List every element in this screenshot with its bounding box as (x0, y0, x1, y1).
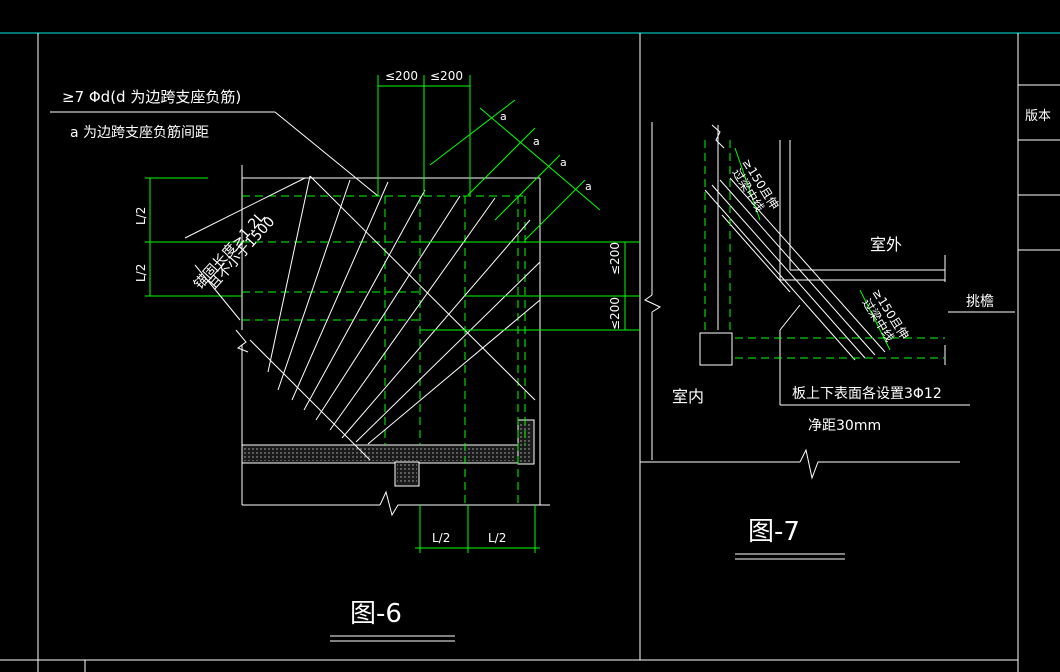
fig6-spacing-a-2: a (533, 135, 540, 148)
drawing-frame (0, 32, 1060, 672)
fig6-dim-left-1: L/2 (134, 207, 148, 225)
fig6-dim-right-2: ≤200 (608, 297, 622, 330)
fig7-label-outdoor: 室外 (870, 235, 902, 254)
fig6-note-line1: ≥7 Φd(d 为边跨支座负筋) (62, 88, 241, 106)
fig6-caption: 图-6 (350, 599, 402, 629)
fig6-dim-top-1: ≤200 (385, 69, 418, 83)
fig7-label-eave: 挑檐 (966, 294, 994, 310)
fig7-dashed-reinforcement (704, 140, 945, 359)
fig7-caption: 图-7 (748, 517, 800, 547)
fig6-dim-bottom-1: L/2 (432, 531, 450, 545)
fig6-dim-right-1: ≤200 (608, 242, 622, 275)
fig7-rebar-note: 板上下表面各设置3Φ12 (792, 386, 942, 402)
fig7-label-indoor: 室内 (672, 387, 704, 406)
fig6-dimensions (145, 75, 640, 553)
fig6-spacing-labels: a a a a (500, 110, 592, 193)
fig6-spacing-a-1: a (500, 110, 507, 123)
fig6-spacing-a-3: a (560, 156, 567, 169)
fig6-dim-left-2: L/2 (134, 264, 148, 282)
fig7-structure (640, 122, 1015, 480)
title-block-version: 版本 (1025, 109, 1051, 124)
fig7-spacing-note: 净距30mm (808, 418, 881, 434)
fig6-spacing-a-4: a (585, 180, 592, 193)
fig7-dimension-ticks (734, 147, 891, 351)
fig6-anchor-lines (184, 177, 306, 321)
fig6-note-line2: a 为边跨支座负筋间距 (70, 124, 209, 141)
fig6-beam-hatch (244, 447, 516, 461)
fig6-diagonal-rebars (249, 175, 541, 461)
fig6-dim-bottom-2: L/2 (488, 531, 506, 545)
fig6-anchor-note1: 锚固长度≥1.2L (191, 209, 268, 293)
fig6-dashed-reinforcement (242, 195, 526, 505)
fig6-dim-top-2: ≤200 (430, 69, 463, 83)
